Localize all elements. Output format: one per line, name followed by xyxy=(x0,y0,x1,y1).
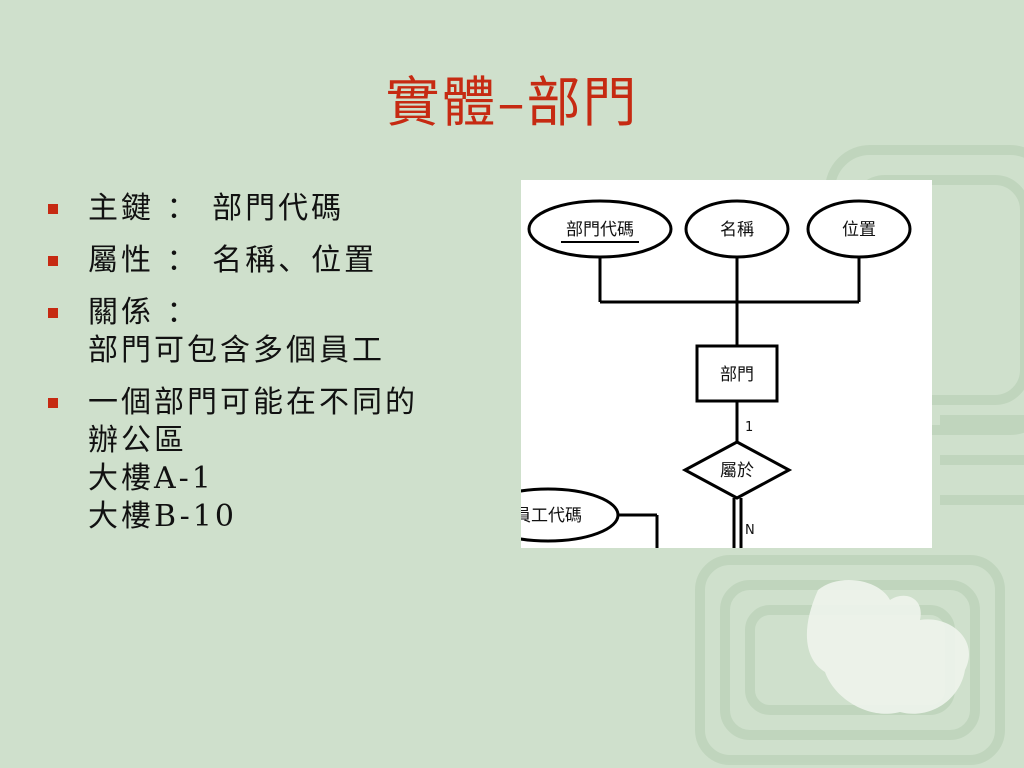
er-diagram: 部門代碼 名稱 位置 部門 1 N 屬於 員工代碼 xyxy=(521,180,932,548)
bullet-text: 屬性 ： 名稱、位置 xyxy=(88,243,378,278)
er-attr-name: 名稱 xyxy=(720,220,754,240)
er-cardinality-many: N xyxy=(745,523,755,538)
er-attr-name-ellipse xyxy=(684,199,790,259)
bullet-list: 主鍵 ： 部門代碼 屬性 ： 名稱、位置 關係 ： 部門可包含多個員工 一個部門… xyxy=(48,190,508,550)
er-cardinality-one: 1 xyxy=(745,420,753,435)
bullet-attributes: 屬性 ： 名稱、位置 xyxy=(48,242,508,280)
er-entity-box xyxy=(695,344,779,403)
er-attr-location: 位置 xyxy=(842,220,876,240)
er-attr-location-ellipse xyxy=(806,199,912,259)
er-relationship-diamond xyxy=(681,440,793,500)
bullet-text: 一個部門可能在不同的 xyxy=(88,385,418,420)
bullet-text-building-a: 大樓A-1 xyxy=(88,461,214,496)
bullet-text-continued: 部門可包含多個員工 xyxy=(88,333,385,368)
bullet-relationship: 關係 ： 部門可包含多個員工 xyxy=(48,294,508,370)
bullet-text-continued: 辦公區 xyxy=(88,423,187,458)
er-relationship: 屬於 xyxy=(720,461,754,481)
er-connectors xyxy=(598,256,861,548)
bullet-text: 主鍵 ： 部門代碼 xyxy=(88,191,345,226)
bullet-text: 關係 ： xyxy=(88,295,200,330)
er-other-attr-ellipse xyxy=(521,487,620,543)
bullet-marker-icon xyxy=(48,398,58,408)
bullet-office-location: 一個部門可能在不同的 辦公區 大樓A-1 大樓B-10 xyxy=(48,384,508,536)
bullet-text-building-b: 大樓B-10 xyxy=(88,499,237,534)
bullet-primary-key: 主鍵 ： 部門代碼 xyxy=(48,190,508,228)
er-other-attr: 員工代碼 xyxy=(521,506,582,526)
slide-title: 實體–部門 xyxy=(385,71,639,134)
er-entity: 部門 xyxy=(720,365,754,385)
er-attr-key: 部門代碼 xyxy=(566,220,634,240)
dragon-motif-icon xyxy=(806,579,969,714)
bullet-marker-icon xyxy=(48,308,58,318)
bullet-marker-icon xyxy=(48,204,58,214)
bullet-marker-icon xyxy=(48,256,58,266)
